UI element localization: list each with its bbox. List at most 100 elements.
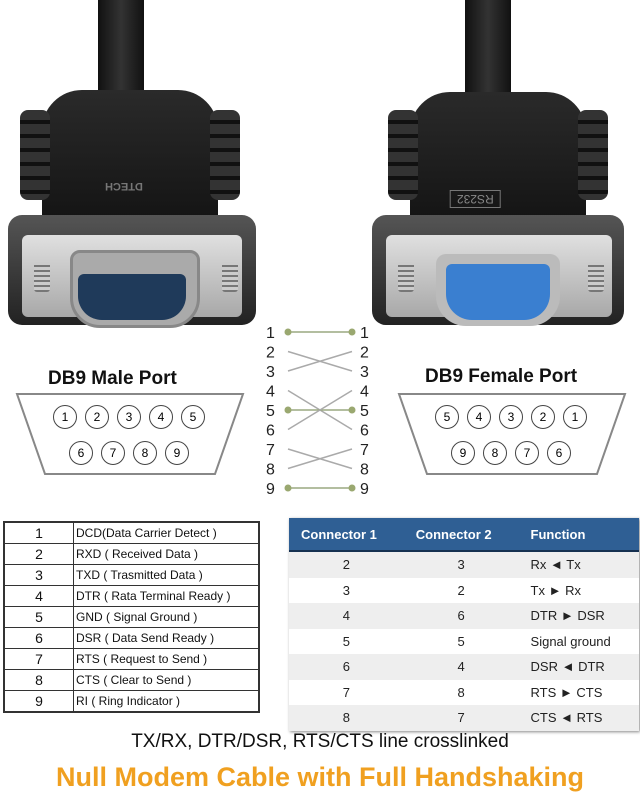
wire-pin-label: 3 [266,364,275,381]
pin-description: DSR ( Data Send Ready ) [73,627,260,649]
table-row: 5 5 Signal ground [289,629,639,655]
wire-pin-label: 4 [360,384,369,401]
pin: 6 [69,441,93,465]
table-row: 7 8 RTS ► CTS [289,680,639,706]
pin-number: 5 [3,606,74,628]
pin: 7 [515,441,539,465]
pin: 5 [181,405,205,429]
wire [287,448,353,470]
function: RTS ► CTS [530,684,603,700]
connector-2-pin: 2 [457,582,465,598]
pin-number: 9 [3,690,74,713]
wire-dot [284,328,292,336]
wire-dot [284,484,292,492]
pin: 8 [133,441,157,465]
wire-pin-label: 3 [360,364,369,381]
wire [287,389,353,431]
wire-pin-label: 1 [360,325,369,342]
pin-number: 3 [3,564,74,586]
pin-number: 4 [3,585,74,607]
male-port-label: DB9 Male Port [48,368,177,389]
connector-2-pin: 6 [403,603,519,629]
pin: 2 [85,405,109,429]
wire [287,350,353,372]
pin-description: GND ( Signal Ground ) [73,606,260,628]
wire-pin-label: 6 [360,423,369,440]
connector-1-pin: 8 [289,705,404,731]
column-header: Connector 1 [289,518,404,552]
connector-2-pin: 4 [403,654,519,680]
connector-1-pin: 7 [342,684,350,700]
wire-pin-label: 2 [360,345,369,362]
function: Signal ground [530,633,611,649]
connector-1-pin: 5 [342,633,350,649]
pin-description: RXD ( Received Data ) [73,543,260,565]
pin: 3 [117,405,141,429]
function: DSR ◄ DTR [518,654,639,680]
pin: 4 [467,405,491,429]
function: CTS ◄ RTS [518,705,639,731]
wire-pin-label: 5 [266,403,275,420]
table-row: 3 2 Tx ► Rx [289,578,639,604]
pin: 2 [531,405,555,429]
product-title: Null Modem Cable with Full Handshaking [55,762,585,792]
pin-description: CTS ( Clear to Send ) [73,669,260,691]
pin-number: 2 [3,543,74,565]
female-port-label: DB9 Female Port [425,366,578,387]
wire-dot [348,328,356,336]
wire-pin-label: 5 [360,403,369,420]
pin-description: RTS ( Request to Send ) [73,648,260,670]
wire-dot [284,406,292,414]
connector-2-pin: 8 [457,684,465,700]
caption: TX/RX, DTR/DSR, RTS/CTS line crosslinked [131,731,509,752]
pin: 3 [499,405,523,429]
wire-pin-label: 2 [266,345,275,362]
pin: 8 [483,441,507,465]
wire-pin-label: 9 [266,481,275,498]
pin-description: TXD ( Trasmitted Data ) [73,564,260,586]
function: Rx ◄ Tx [518,551,639,578]
pin: 6 [547,441,571,465]
function: Tx ► Rx [530,582,581,598]
column-header: Function [518,518,639,552]
wire-pin-label: 9 [360,481,369,498]
wire-pin-label: 7 [266,442,275,459]
connector-2-pin: 7 [403,705,519,731]
column-header: Connector 2 [403,518,519,552]
wire-pin-label: 6 [266,423,275,440]
pin: 4 [149,405,173,429]
connector-1-pin: 4 [289,603,404,629]
wire-pin-label: 4 [266,384,275,401]
brand-logo: DTECH [105,180,143,192]
pin: 1 [563,405,587,429]
pin-number: 1 [3,521,74,544]
pin: 7 [101,441,125,465]
pin-number: 6 [3,627,74,649]
connector-2-pin: 5 [457,633,465,649]
pin: 1 [53,405,77,429]
connector-1-pin: 6 [289,654,404,680]
pin-description: DCD(Data Carrier Detect ) [73,521,260,544]
connector-1-pin: 3 [342,582,350,598]
function: DTR ► DSR [518,603,639,629]
wire-dot [348,406,356,414]
wire-pin-label: 7 [360,442,369,459]
wire-pin-label: 8 [360,462,369,479]
wire-pin-label: 8 [266,462,275,479]
pin-number: 7 [3,648,74,670]
connector-1-pin: 2 [289,551,404,578]
connector-2-pin: 3 [403,551,519,578]
pin: 9 [165,441,189,465]
